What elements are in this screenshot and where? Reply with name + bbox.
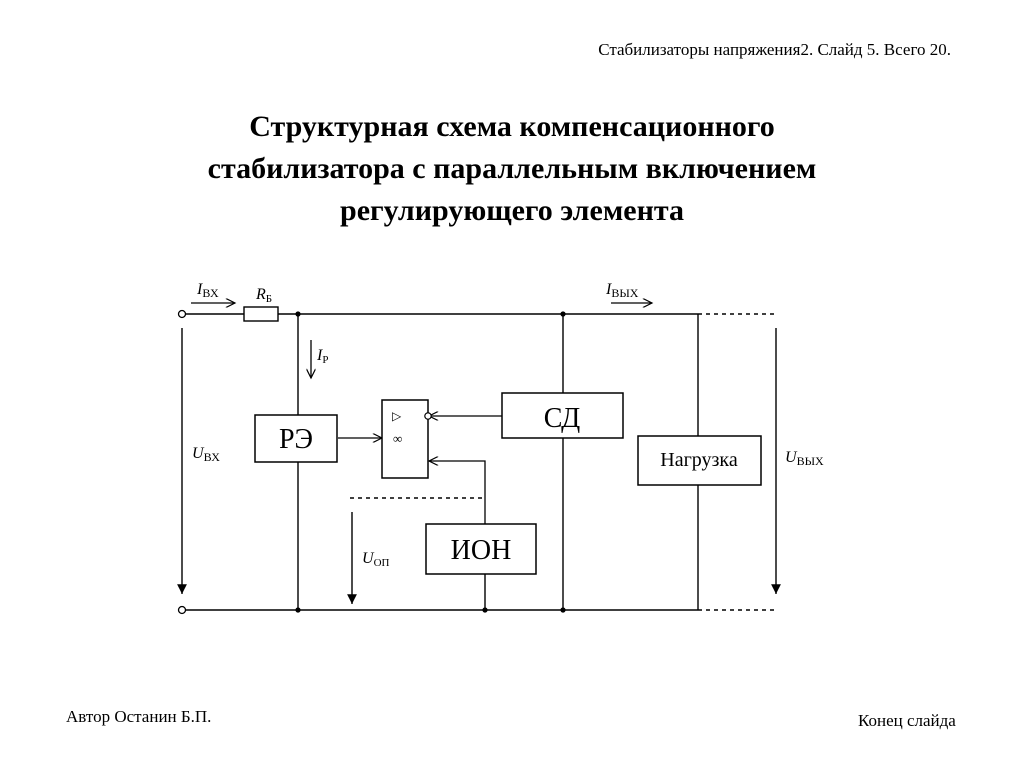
amplifier-inverting-input [424, 412, 432, 420]
junction-dot [295, 607, 301, 613]
ion-to-amplifier-arrow [429, 461, 486, 524]
block-re-label: РЭ [279, 424, 313, 455]
title-line-3: регулирующего элемента [340, 194, 684, 227]
title-line-2: стабилизатора с параллельным включением [207, 152, 817, 185]
resistor-rb [243, 306, 279, 322]
block-amplifier: ▷ ∞ [381, 399, 432, 479]
block-load: Нагрузка [637, 435, 762, 486]
amplifier-gain-label: ∞ [393, 431, 402, 446]
block-ion-label: ИОН [451, 535, 512, 566]
block-load-label: Нагрузка [660, 449, 738, 471]
label-r-b: RБ [255, 286, 272, 305]
junction-dots [295, 311, 566, 613]
author-credit: Автор Останин Б.П. [66, 707, 212, 726]
circuit-wires [186, 313, 776, 611]
terminals [177, 309, 187, 615]
end-slide-link[interactable]: Конец слайда [858, 711, 956, 730]
label-i-out: IВЫХ [605, 281, 639, 300]
junction-dot [295, 311, 301, 317]
label-i-in: IВХ [196, 281, 219, 300]
title-line-1: Структурная схема компенсационного [249, 110, 775, 143]
junction-dot [560, 607, 566, 613]
amplifier-triangle-icon: ▷ [392, 409, 402, 423]
label-u-out: UВЫХ [785, 449, 824, 468]
label-i-r: IР [316, 347, 328, 366]
block-ion: ИОН [425, 523, 537, 575]
junction-dot [560, 311, 566, 317]
block-sd: СД [501, 392, 624, 439]
block-sd-label: СД [544, 403, 580, 434]
slide-header-note: Стабилизаторы напряжения2. Слайд 5. Всег… [598, 40, 951, 59]
input-terminal-bottom [177, 605, 187, 615]
signal-arrows [191, 303, 652, 524]
slide-title: Структурная схема компенсационного стаби… [0, 106, 1024, 232]
label-u-op: UОП [362, 550, 390, 569]
label-u-in: UВХ [192, 445, 220, 464]
input-terminal-top [177, 309, 187, 319]
junction-dot [482, 607, 488, 613]
voltage-arrows [177, 328, 781, 604]
block-re: РЭ [254, 414, 338, 463]
